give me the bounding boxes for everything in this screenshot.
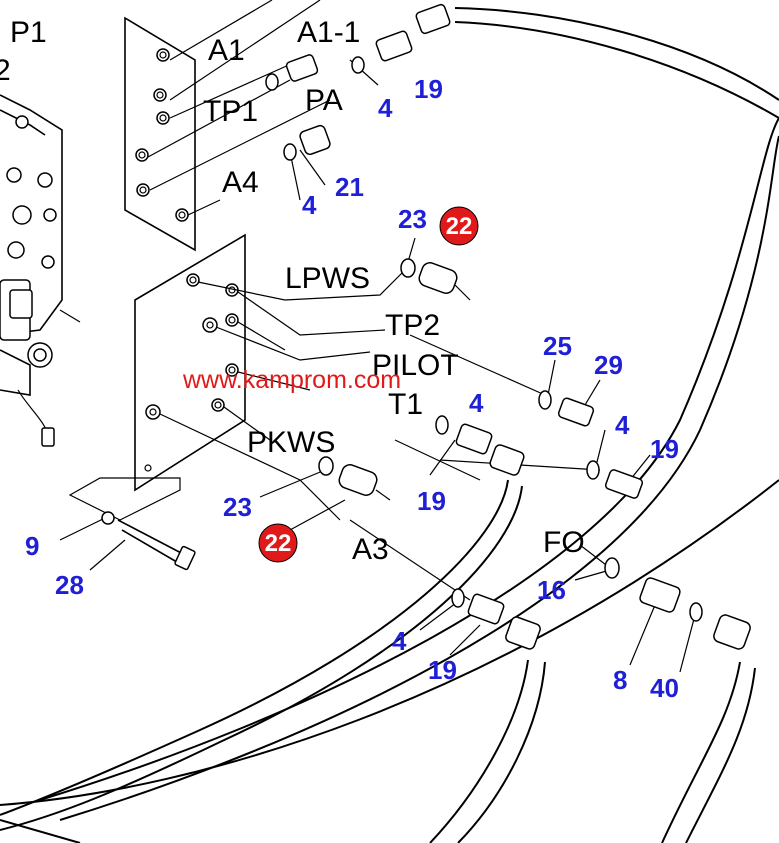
part-number: 4 [302, 190, 317, 220]
hose-lines [0, 7, 779, 843]
part-number: 21 [335, 172, 364, 202]
leader-lines [59, 0, 696, 673]
port-label-t1: T1 [388, 388, 423, 421]
callout-badge-bottom: 22 [258, 523, 298, 563]
port-label-lpws: LPWS [285, 262, 370, 295]
part-number: 19 [414, 74, 443, 104]
part-number: 8 [613, 665, 627, 695]
part-number: 9 [25, 531, 39, 561]
part-number: 19 [428, 655, 457, 685]
port-label-p1: P1 [10, 16, 47, 49]
part-number: 4 [469, 388, 484, 418]
part-number: 23 [223, 492, 252, 522]
port-label-a1: A1 [208, 34, 245, 67]
lower-manifold-plate [68, 233, 246, 521]
part-number: 19 [650, 434, 679, 464]
part-number: 4 [392, 626, 407, 656]
port-label-pa: PA [305, 84, 343, 117]
fittings [101, 3, 751, 650]
part-number: 40 [650, 673, 679, 703]
port-label-pilot: PILOT [372, 349, 459, 382]
port-label-pkws: PKWS [247, 426, 335, 459]
watermark-text: www.kamprom.com [182, 366, 401, 394]
port-label-tp1: TP1 [203, 95, 258, 128]
port-label-a4: A4 [222, 166, 259, 199]
port-label-a3: A3 [352, 533, 389, 566]
part-number: 28 [55, 570, 84, 600]
upper-manifold-plate [124, 16, 196, 252]
port-labels: P1 2 A1 A1-1 TP1 PA A4 LPWS TP2 PILOT T1… [0, 16, 585, 566]
part-number: 4 [615, 410, 630, 440]
valve-block [0, 94, 81, 447]
callout-badge-circle [258, 523, 298, 563]
port-label-a1-1: A1-1 [297, 16, 360, 49]
callout-badge-top: 22 [439, 206, 479, 246]
callout-badge-circle [439, 206, 479, 246]
part-number: 4 [378, 93, 393, 123]
part-numbers: 19 4 21 4 23 25 29 4 4 19 19 23 9 28 16 … [25, 74, 679, 703]
port-label-fo: FO [543, 526, 585, 559]
part-number: 16 [537, 575, 566, 605]
port-label-tp2: TP2 [385, 309, 440, 342]
port-label-edge: 2 [0, 54, 11, 87]
part-number: 25 [543, 331, 572, 361]
part-number: 19 [417, 486, 446, 516]
part-number: 29 [594, 350, 623, 380]
callout-badge-label: 22 [446, 213, 473, 240]
callout-badge-label: 22 [265, 530, 292, 557]
part-number: 23 [398, 204, 427, 234]
